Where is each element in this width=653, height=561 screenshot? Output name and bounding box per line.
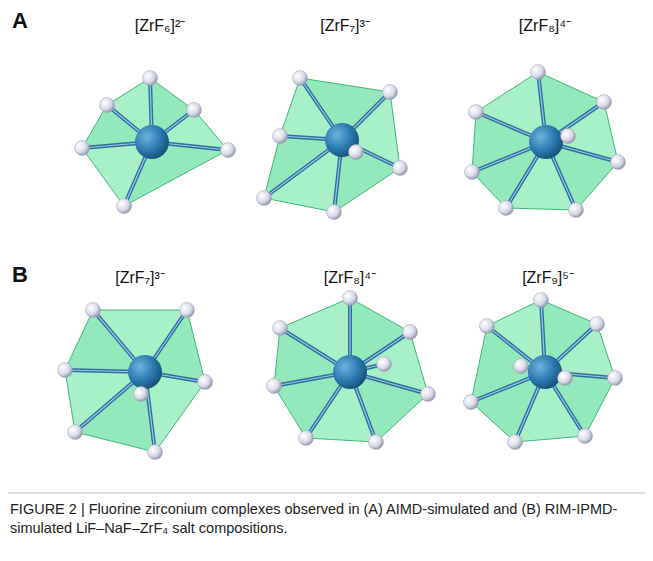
polyhedron-face	[264, 78, 400, 212]
f-atom	[469, 105, 484, 120]
f-atom	[597, 95, 612, 110]
coordination-polyhedron	[267, 291, 436, 450]
zr-atom	[528, 355, 562, 389]
f-atom	[58, 363, 73, 378]
caption-rule	[8, 493, 645, 494]
coordination-polyhedron	[465, 65, 626, 218]
f-atom	[75, 141, 90, 156]
complex-formula: [ZrF₆]²⁻	[135, 14, 186, 36]
coordination-polyhedron	[75, 71, 236, 214]
f-atom	[100, 98, 115, 113]
f-atom	[611, 155, 626, 170]
f-atom	[198, 375, 213, 390]
f-atom	[257, 191, 272, 206]
f-atom	[383, 85, 398, 100]
panel-label: B	[12, 262, 28, 288]
f-atom	[465, 165, 480, 180]
f-atom	[608, 371, 623, 386]
polyhedron-face	[471, 300, 615, 442]
f-atom	[327, 205, 342, 220]
f-atom	[534, 293, 549, 308]
polyhedron-face	[274, 298, 428, 442]
zr-atom	[128, 355, 162, 389]
f-atom	[293, 71, 308, 86]
polyhedron-face	[82, 78, 228, 206]
f-atom	[148, 445, 163, 460]
f-atom	[343, 291, 358, 306]
f-atom	[86, 303, 101, 318]
complex-formula: [ZrF₈]⁴⁻	[324, 266, 376, 288]
complex-formula: [ZrF₇]³⁻	[115, 266, 165, 288]
f-atom	[369, 435, 384, 450]
f-atom	[299, 431, 314, 446]
f-atom	[221, 143, 236, 158]
f-atom	[569, 203, 584, 218]
f-atom	[393, 161, 408, 176]
coordination-polyhedron	[464, 293, 623, 450]
f-atom	[508, 435, 523, 450]
complex-formula: [ZrF₉]⁵⁻	[522, 266, 574, 288]
f-atom	[403, 325, 418, 340]
f-atom	[267, 379, 282, 394]
complex-formula: [ZrF₇]³⁻	[320, 14, 370, 36]
f-atom	[134, 387, 149, 402]
polyhedron-face	[65, 310, 205, 452]
f-atom	[561, 129, 576, 144]
f-atom	[349, 145, 364, 160]
f-atom	[464, 395, 479, 410]
f-atom	[273, 129, 288, 144]
f-atom	[187, 103, 202, 118]
f-atom	[578, 429, 593, 444]
f-atom	[558, 371, 573, 386]
complex-formula: [ZrF₈]⁴⁻	[519, 14, 571, 36]
f-atom	[514, 359, 529, 374]
f-atom	[143, 71, 158, 86]
f-atom	[273, 321, 288, 336]
f-atom	[377, 357, 392, 372]
f-atom	[480, 319, 495, 334]
f-atom	[499, 201, 514, 216]
f-atom	[180, 303, 195, 318]
panel-label: A	[12, 8, 28, 34]
coordination-polyhedron	[58, 303, 213, 460]
coordination-polyhedron	[257, 71, 408, 220]
zr-atom	[529, 125, 563, 159]
f-atom	[117, 199, 132, 214]
f-atom	[68, 425, 83, 440]
figure-caption: FIGURE 2 | Fluorine zirconium complexes …	[10, 500, 640, 538]
f-atom	[421, 387, 436, 402]
f-atom	[531, 65, 546, 80]
polyhedron-face	[472, 72, 618, 210]
f-atom	[590, 317, 605, 332]
zr-atom	[333, 355, 367, 389]
zr-atom	[135, 125, 169, 159]
